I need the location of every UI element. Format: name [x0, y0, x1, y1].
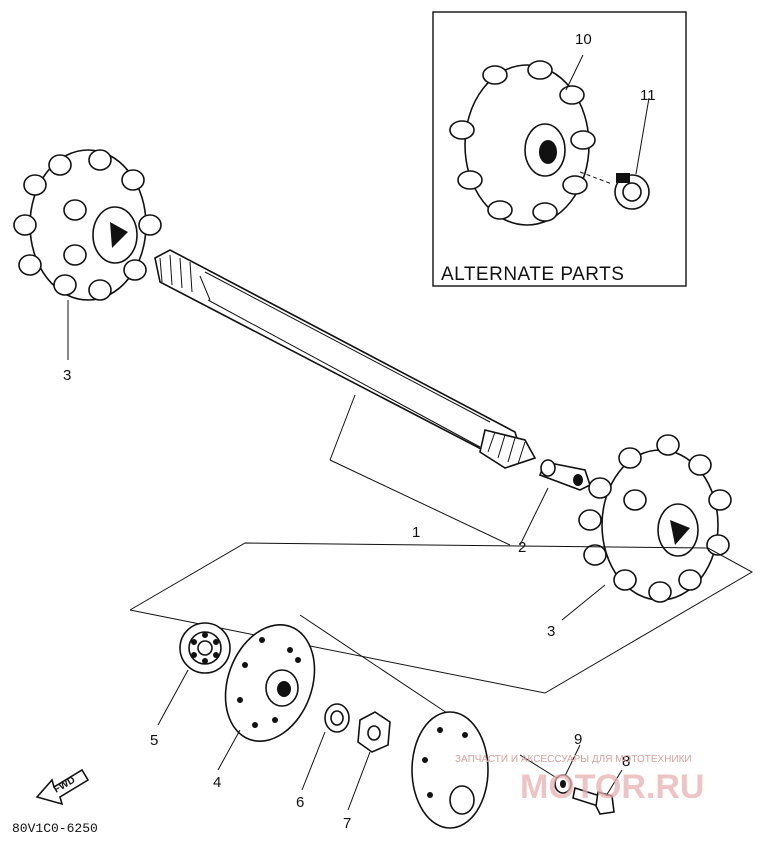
- callout-2: 2: [518, 539, 526, 556]
- lock-washer: [554, 774, 572, 794]
- drive-shaft: [154, 249, 537, 469]
- callout-6: 6: [296, 794, 304, 811]
- callout-11: 11: [640, 87, 656, 104]
- drawing-code: 80V1C0-6250: [12, 821, 98, 836]
- flange-hub: [411, 711, 489, 829]
- bearing-housing: [224, 624, 316, 742]
- assembly-lines: [129, 394, 754, 781]
- alternate-parts-box: ALTERNATE PARTS: [432, 11, 687, 287]
- callout-5: 5: [150, 732, 158, 749]
- bearing: [179, 622, 231, 674]
- alternate-parts-label: ALTERNATE PARTS: [441, 264, 624, 285]
- callout-10: 10: [575, 31, 592, 48]
- washer: [324, 703, 350, 733]
- callout-3-left: 3: [63, 367, 71, 384]
- sprocket-left: [13, 149, 162, 301]
- watermark-tagline: ЗАПЧАСТИ И АКСЕССУАРЫ ДЛЯ МОТОТЕХНИКИ: [455, 754, 692, 765]
- callout-4: 4: [213, 774, 221, 791]
- callout-8: 8: [622, 753, 630, 770]
- nut: [357, 711, 391, 753]
- watermark: ЗАПЧАСТИ И АКСЕССУАРЫ ДЛЯ МОТОТЕХНИКИ MO…: [455, 754, 704, 806]
- callout-7: 7: [343, 815, 351, 832]
- sprocket-right: [578, 434, 732, 603]
- circlip: [614, 173, 650, 210]
- callout-3-right: 3: [547, 623, 555, 640]
- watermark-brand: MOTOR.RU: [520, 768, 704, 806]
- callout-9: 9: [574, 731, 582, 748]
- spacer-collar: [538, 459, 591, 491]
- bolt: [572, 786, 615, 815]
- callout-1: 1: [412, 524, 420, 541]
- callout-leaders: [67, 300, 623, 811]
- alternate-sprocket: [449, 60, 596, 226]
- fwd-arrow: FWD: [35, 768, 90, 806]
